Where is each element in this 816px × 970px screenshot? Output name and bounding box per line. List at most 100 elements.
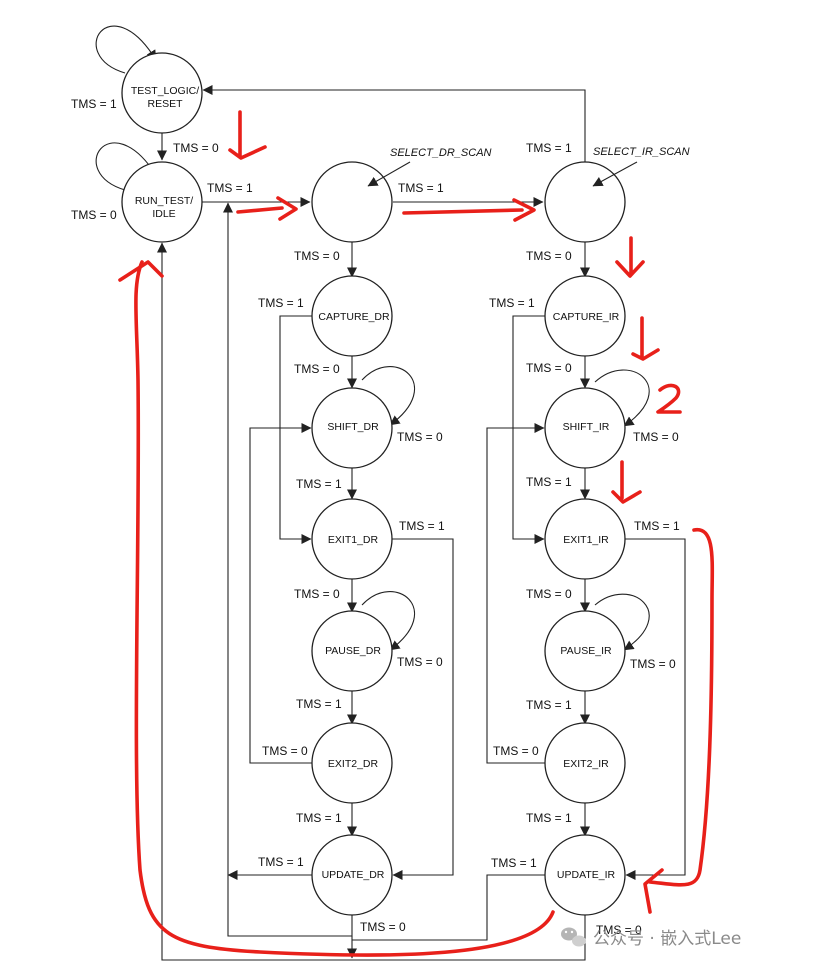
state-label: EXIT1_DR [328, 534, 379, 546]
watermark-text: 公众号 · 嵌入式Lee [593, 929, 741, 949]
state-exit1-ir: EXIT1_IR [544, 498, 626, 580]
state-label: PAUSE_IR [560, 645, 612, 657]
red-arrowhead-update-ir [643, 868, 664, 914]
state-update-ir: UPDATE_IR [544, 834, 626, 916]
state-exit2-dr: EXIT2_DR [311, 722, 393, 804]
watermark: 公众号 · 嵌入式Lee [561, 927, 741, 949]
state-label: CAPTURE_IR [553, 311, 620, 323]
self-loop-test-logic-reset [95, 25, 157, 74]
tms-label: TMS = 0 [173, 141, 219, 155]
tms-label: TMS = 0 [71, 208, 117, 222]
tms-label: TMS = 0 [397, 430, 443, 444]
red-number-two [656, 383, 682, 414]
tms-label: TMS = 0 [526, 249, 572, 263]
tms-label: TMS = 1 [398, 181, 444, 195]
tms-label: TMS = 1 [489, 296, 535, 310]
edge-exit1ir-to-updateir [624, 538, 686, 880]
state-select-ir-scan [544, 161, 626, 243]
self-loop-shift-dr [361, 366, 415, 426]
tms-label: TMS = 0 [294, 362, 340, 376]
tms-label: TMS = 1 [71, 97, 117, 111]
self-loop-run-test-idle [95, 142, 157, 191]
tms-label: TMS = 1 [399, 519, 445, 533]
tms-label: TMS = 1 [296, 477, 342, 491]
red-arrowhead-idle [118, 260, 164, 282]
select-dr-scan-label-group: SELECT_DR_SCAN [367, 147, 492, 187]
red-arrow-down-4 [611, 460, 642, 504]
red-arrow-down-1 [228, 110, 267, 160]
tms-label: TMS = 0 [633, 430, 679, 444]
tms-label: TMS = 1 [634, 519, 680, 533]
red-arrow-right-2 [402, 198, 536, 222]
state-label: UPDATE_IR [557, 869, 616, 881]
state-exit2-ir: EXIT2_IR [544, 722, 626, 804]
red-path-exit1-to-update-ir [648, 528, 715, 887]
state-label: EXIT2_DR [328, 758, 379, 770]
state-label: TEST_LOGIC/ [131, 85, 199, 97]
select-ir-scan-label: SELECT_IR_SCAN [593, 146, 690, 158]
red-arrow-down-2 [615, 236, 645, 278]
red-annotations [118, 110, 715, 957]
state-select-dr-scan [311, 161, 393, 243]
tms-label: TMS = 0 [526, 587, 572, 601]
state-pause-dr: PAUSE_DR [311, 610, 393, 692]
tms-label: TMS = 1 [207, 181, 253, 195]
state-label: PAUSE_DR [325, 645, 381, 657]
tms-label: TMS = 0 [493, 744, 539, 758]
tms-label: TMS = 1 [526, 811, 572, 825]
state-update-dr: UPDATE_DR [311, 834, 393, 916]
state-shift-dr: SHIFT_DR [311, 387, 393, 469]
tms-label: TMS = 1 [296, 697, 342, 711]
state-label: RESET [147, 98, 183, 110]
tms-label: TMS = 1 [526, 475, 572, 489]
tms-label: TMS = 0 [526, 361, 572, 375]
edge-exit1dr-to-updatedr [391, 538, 454, 880]
state-label: RUN_TEST/ [135, 195, 193, 207]
tms-label: TMS = 1 [526, 141, 572, 155]
state-shift-ir: SHIFT_IR [544, 387, 626, 469]
state-run-test-idle: RUN_TEST/ IDLE [121, 161, 203, 243]
tms-label: TMS = 0 [262, 744, 308, 758]
state-exit1-dr: EXIT1_DR [311, 498, 393, 580]
edge-updateir-tms1 [352, 874, 546, 941]
select-ir-scan-label-group: SELECT_IR_SCAN [592, 146, 690, 187]
state-label: CAPTURE_DR [318, 311, 390, 323]
state-label: SHIFT_IR [563, 421, 610, 433]
select-dr-scan-pointer [367, 161, 411, 187]
select-ir-scan-pointer [592, 161, 638, 187]
tms-label: TMS = 1 [296, 811, 342, 825]
tms-label: TMS = 1 [526, 698, 572, 712]
transitions [95, 25, 686, 961]
tms-label: TMS = 1 [491, 856, 537, 870]
state-label: EXIT1_IR [563, 534, 609, 546]
edge-updatedr-tms0-loop [223, 202, 353, 937]
self-loop-pause-ir [594, 593, 650, 651]
state-label: EXIT2_IR [563, 758, 609, 770]
tms-label: TMS = 0 [294, 587, 340, 601]
tms-label: TMS = 0 [630, 657, 676, 671]
state-label: UPDATE_DR [322, 869, 385, 881]
state-capture-dr: CAPTURE_DR [311, 275, 393, 357]
self-loop-shift-ir [594, 369, 650, 427]
wechat-icon [561, 927, 586, 947]
state-pause-ir: PAUSE_IR [544, 610, 626, 692]
red-path-update-ir-to-idle [134, 260, 555, 957]
red-arrow-down-3 [631, 316, 660, 361]
select-dr-scan-label: SELECT_DR_SCAN [390, 147, 492, 159]
tms-label: TMS = 0 [294, 249, 340, 263]
tms-label: TMS = 1 [258, 296, 304, 310]
edge-selir-to-reset [202, 85, 586, 162]
tms-label: TMS = 0 [596, 923, 642, 937]
state-label: SHIFT_DR [327, 421, 379, 433]
tms-label: TMS = 0 [397, 655, 443, 669]
self-loop-pause-dr [361, 591, 415, 651]
state-capture-ir: CAPTURE_IR [544, 275, 626, 357]
red-arrow-right-1 [236, 196, 298, 221]
edge-exit2ir-to-shiftir [486, 423, 546, 764]
edge-updateir-tms0-to-idle [157, 242, 586, 961]
tms-labels: TMS = 1 TMS = 0 TMS = 1 TMS = 0 TMS = 1 … [71, 97, 680, 937]
state-label: IDLE [152, 208, 175, 220]
tms-label: TMS = 0 [360, 920, 406, 934]
tms-label: TMS = 1 [258, 855, 304, 869]
